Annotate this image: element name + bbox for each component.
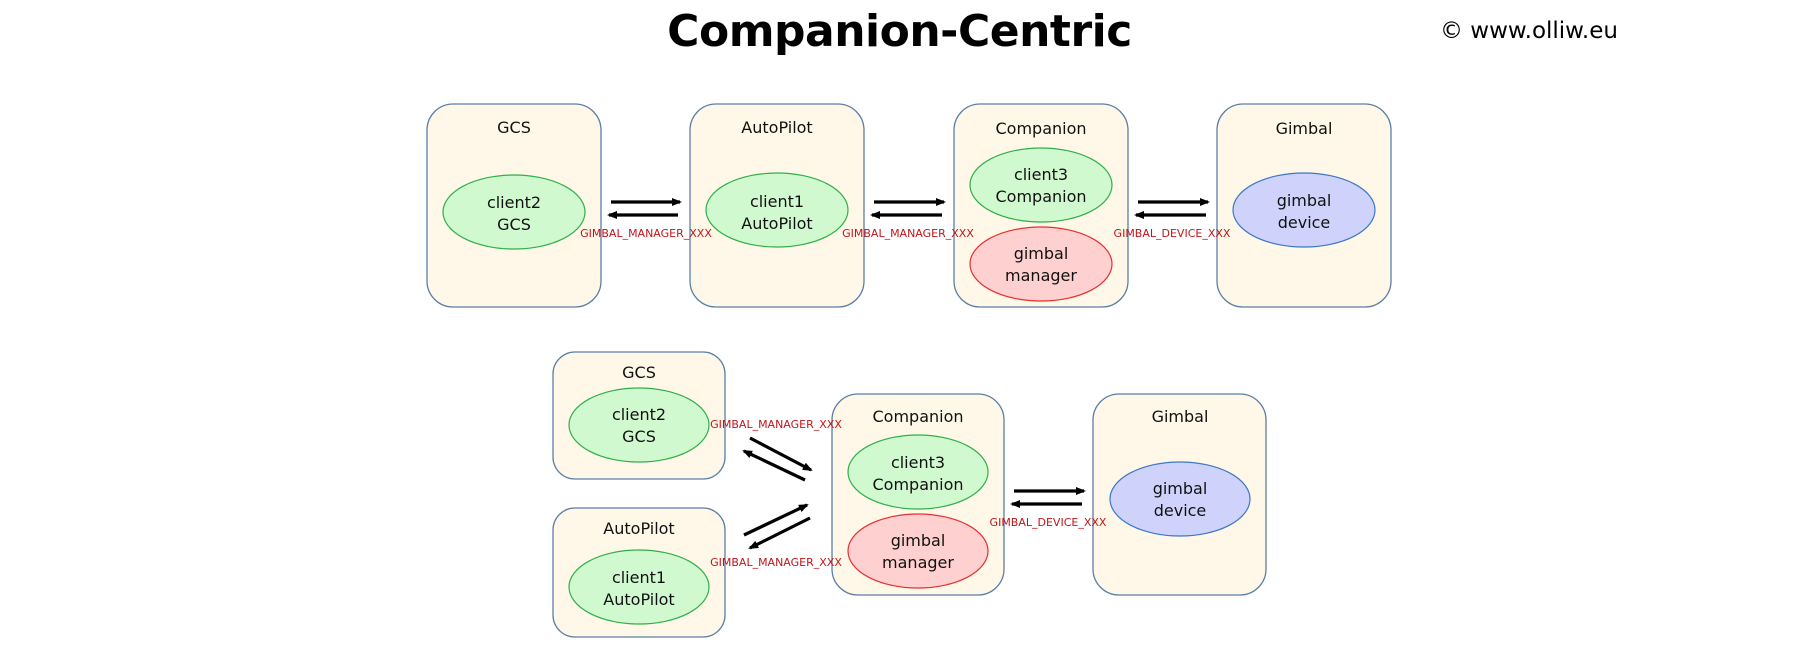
node-line2: AutoPilot	[741, 214, 812, 233]
top-autopilot-box: AutoPilot client1 AutoPilot	[689, 103, 865, 308]
top-companion-client-node: client3 Companion	[969, 147, 1113, 223]
message-label: GIMBAL_MANAGER_XXX	[710, 556, 842, 569]
bottom-gimbal-device-node: gimbal device	[1109, 461, 1251, 537]
arrow-up-left	[742, 449, 806, 482]
box-label: GCS	[497, 118, 531, 137]
node-line2: manager	[1005, 266, 1077, 285]
bottom-gcs-box: GCS client2 GCS	[552, 351, 726, 480]
bottom-companion-client-node: client3 Companion	[847, 434, 989, 510]
node-line1: client1	[612, 568, 666, 587]
node-line1: gimbal	[1277, 191, 1332, 210]
box-label: Companion	[872, 407, 963, 426]
node-line1: client2	[612, 405, 666, 424]
node-line1: client1	[750, 192, 804, 211]
node-line1: client3	[1014, 165, 1068, 184]
node-line2: GCS	[622, 427, 656, 446]
top-link-autopilot-companion: GIMBAL_MANAGER_XXX	[842, 198, 974, 240]
box-label: AutoPilot	[603, 519, 674, 538]
top-gcs-client-node: client2 GCS	[442, 174, 586, 250]
top-link-companion-gimbal: GIMBAL_DEVICE_XXX	[1114, 198, 1231, 240]
box-label: GCS	[622, 363, 656, 382]
node-line2: Companion	[872, 475, 963, 494]
top-link-gcs-autopilot: GIMBAL_MANAGER_XXX	[580, 198, 712, 240]
message-label: GIMBAL_MANAGER_XXX	[710, 418, 842, 431]
box-label: Gimbal	[1276, 119, 1333, 138]
top-row: GCS client2 GCS AutoPilot client1 AutoPi…	[426, 103, 1392, 308]
node-line2: GCS	[497, 215, 531, 234]
arrow-up-right	[743, 503, 809, 537]
node-line1: gimbal	[1153, 479, 1208, 498]
top-gimbal-box: Gimbal gimbal device	[1216, 103, 1392, 308]
box-label: Companion	[995, 119, 1086, 138]
node-line2: AutoPilot	[603, 590, 674, 609]
copyright-notice: © www.olliw.eu	[1440, 18, 1618, 44]
top-gimbal-manager-node: gimbal manager	[969, 226, 1113, 302]
bottom-link-autopilot-companion: GIMBAL_MANAGER_XXX	[710, 503, 842, 569]
bottom-row: GCS client2 GCS AutoPilot client1 AutoPi…	[552, 351, 1267, 638]
node-line2: Companion	[995, 187, 1086, 206]
top-gcs-box: GCS client2 GCS	[426, 103, 602, 308]
message-label: GIMBAL_DEVICE_XXX	[1114, 227, 1231, 240]
bottom-autopilot-box: AutoPilot client1 AutoPilot	[552, 507, 726, 638]
node-line1: gimbal	[1014, 244, 1069, 263]
top-gimbal-device-node: gimbal device	[1232, 172, 1376, 248]
top-autopilot-client-node: client1 AutoPilot	[705, 172, 849, 248]
box-label: Gimbal	[1152, 407, 1209, 426]
node-line2: manager	[882, 553, 954, 572]
bottom-companion-box: Companion client3 Companion gimbal manag…	[831, 393, 1005, 596]
bottom-autopilot-client-node: client1 AutoPilot	[568, 549, 710, 625]
node-line1: gimbal	[891, 531, 946, 550]
bottom-gimbal-manager-node: gimbal manager	[847, 513, 989, 589]
bottom-gcs-client-node: client2 GCS	[568, 387, 710, 463]
arrow-down-left	[748, 516, 811, 550]
message-label: GIMBAL_MANAGER_XXX	[580, 227, 712, 240]
message-label: GIMBAL_MANAGER_XXX	[842, 227, 974, 240]
bottom-gimbal-box: Gimbal gimbal device	[1092, 393, 1267, 596]
node-line2: device	[1278, 213, 1331, 232]
node-line2: device	[1154, 501, 1207, 520]
arrow-down-right	[749, 436, 813, 472]
bottom-link-gcs-companion: GIMBAL_MANAGER_XXX	[710, 418, 842, 482]
node-line1: client2	[487, 193, 541, 212]
top-companion-box: Companion client3 Companion gimbal manag…	[953, 103, 1129, 308]
bottom-link-companion-gimbal: GIMBAL_DEVICE_XXX	[990, 487, 1107, 529]
message-label: GIMBAL_DEVICE_XXX	[990, 516, 1107, 529]
box-label: AutoPilot	[741, 118, 812, 137]
page-title: Companion-Centric	[667, 6, 1132, 57]
node-line1: client3	[891, 453, 945, 472]
